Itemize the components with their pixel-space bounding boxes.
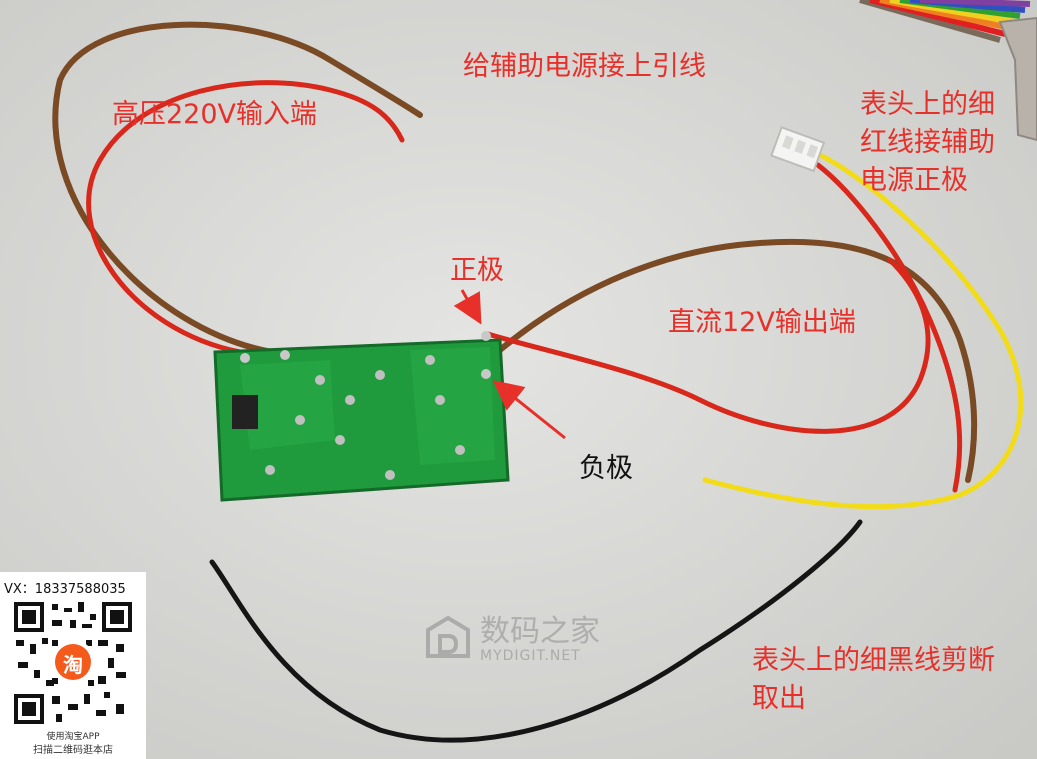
red-input-wire — [86, 80, 405, 355]
meter-red-label-line-2: 红线接辅助 — [860, 127, 995, 158]
qr-contact: VX：18337588035 — [4, 582, 126, 597]
white-connector — [770, 126, 826, 173]
brown-input-wire — [52, 21, 423, 355]
qr-code-icon[interactable] — [12, 600, 134, 726]
meter-red-label-line-1: 表头上的细 — [860, 89, 995, 120]
watermark-logo-icon — [426, 615, 470, 658]
qr-caption-2: 扫描二维码逛本店 — [33, 745, 113, 756]
meter-red-wire — [815, 162, 963, 493]
negative-label: 负极 — [579, 453, 633, 484]
meter-yellow-wire — [702, 152, 1024, 510]
metal-bracket — [998, 16, 1037, 142]
red-output-wire — [485, 257, 931, 434]
negative-arrow — [492, 380, 566, 440]
pcb-board — [213, 331, 510, 502]
positive-label: 正极 — [450, 255, 504, 286]
dc-output-label: 直流12V输出端 — [668, 307, 856, 338]
watermark-en: MYDIGIT.NET — [480, 648, 581, 664]
taobao-badge: 淘 — [63, 653, 83, 677]
ribbon-cable — [859, 0, 1031, 43]
meter-red-label-line-3: 电源正极 — [860, 165, 968, 196]
aux-power-label: 给辅助电源接上引线 — [463, 51, 706, 82]
brown-output-wire — [497, 238, 978, 483]
qr-card: VX：18337588035 淘 使用淘宝APP 扫描二维码逛本店 — [0, 572, 146, 759]
qr-caption-1: 使用淘宝APP — [46, 732, 100, 742]
hv-input-label: 高压220V输入端 — [112, 99, 318, 130]
positive-arrow — [453, 289, 482, 325]
meter-black-wire — [209, 519, 863, 743]
meter-black-label-line-2: 取出 — [752, 683, 806, 714]
watermark-cn: 数码之家 — [480, 614, 600, 649]
meter-black-label-line-1: 表头上的细黑线剪断 — [752, 645, 995, 676]
